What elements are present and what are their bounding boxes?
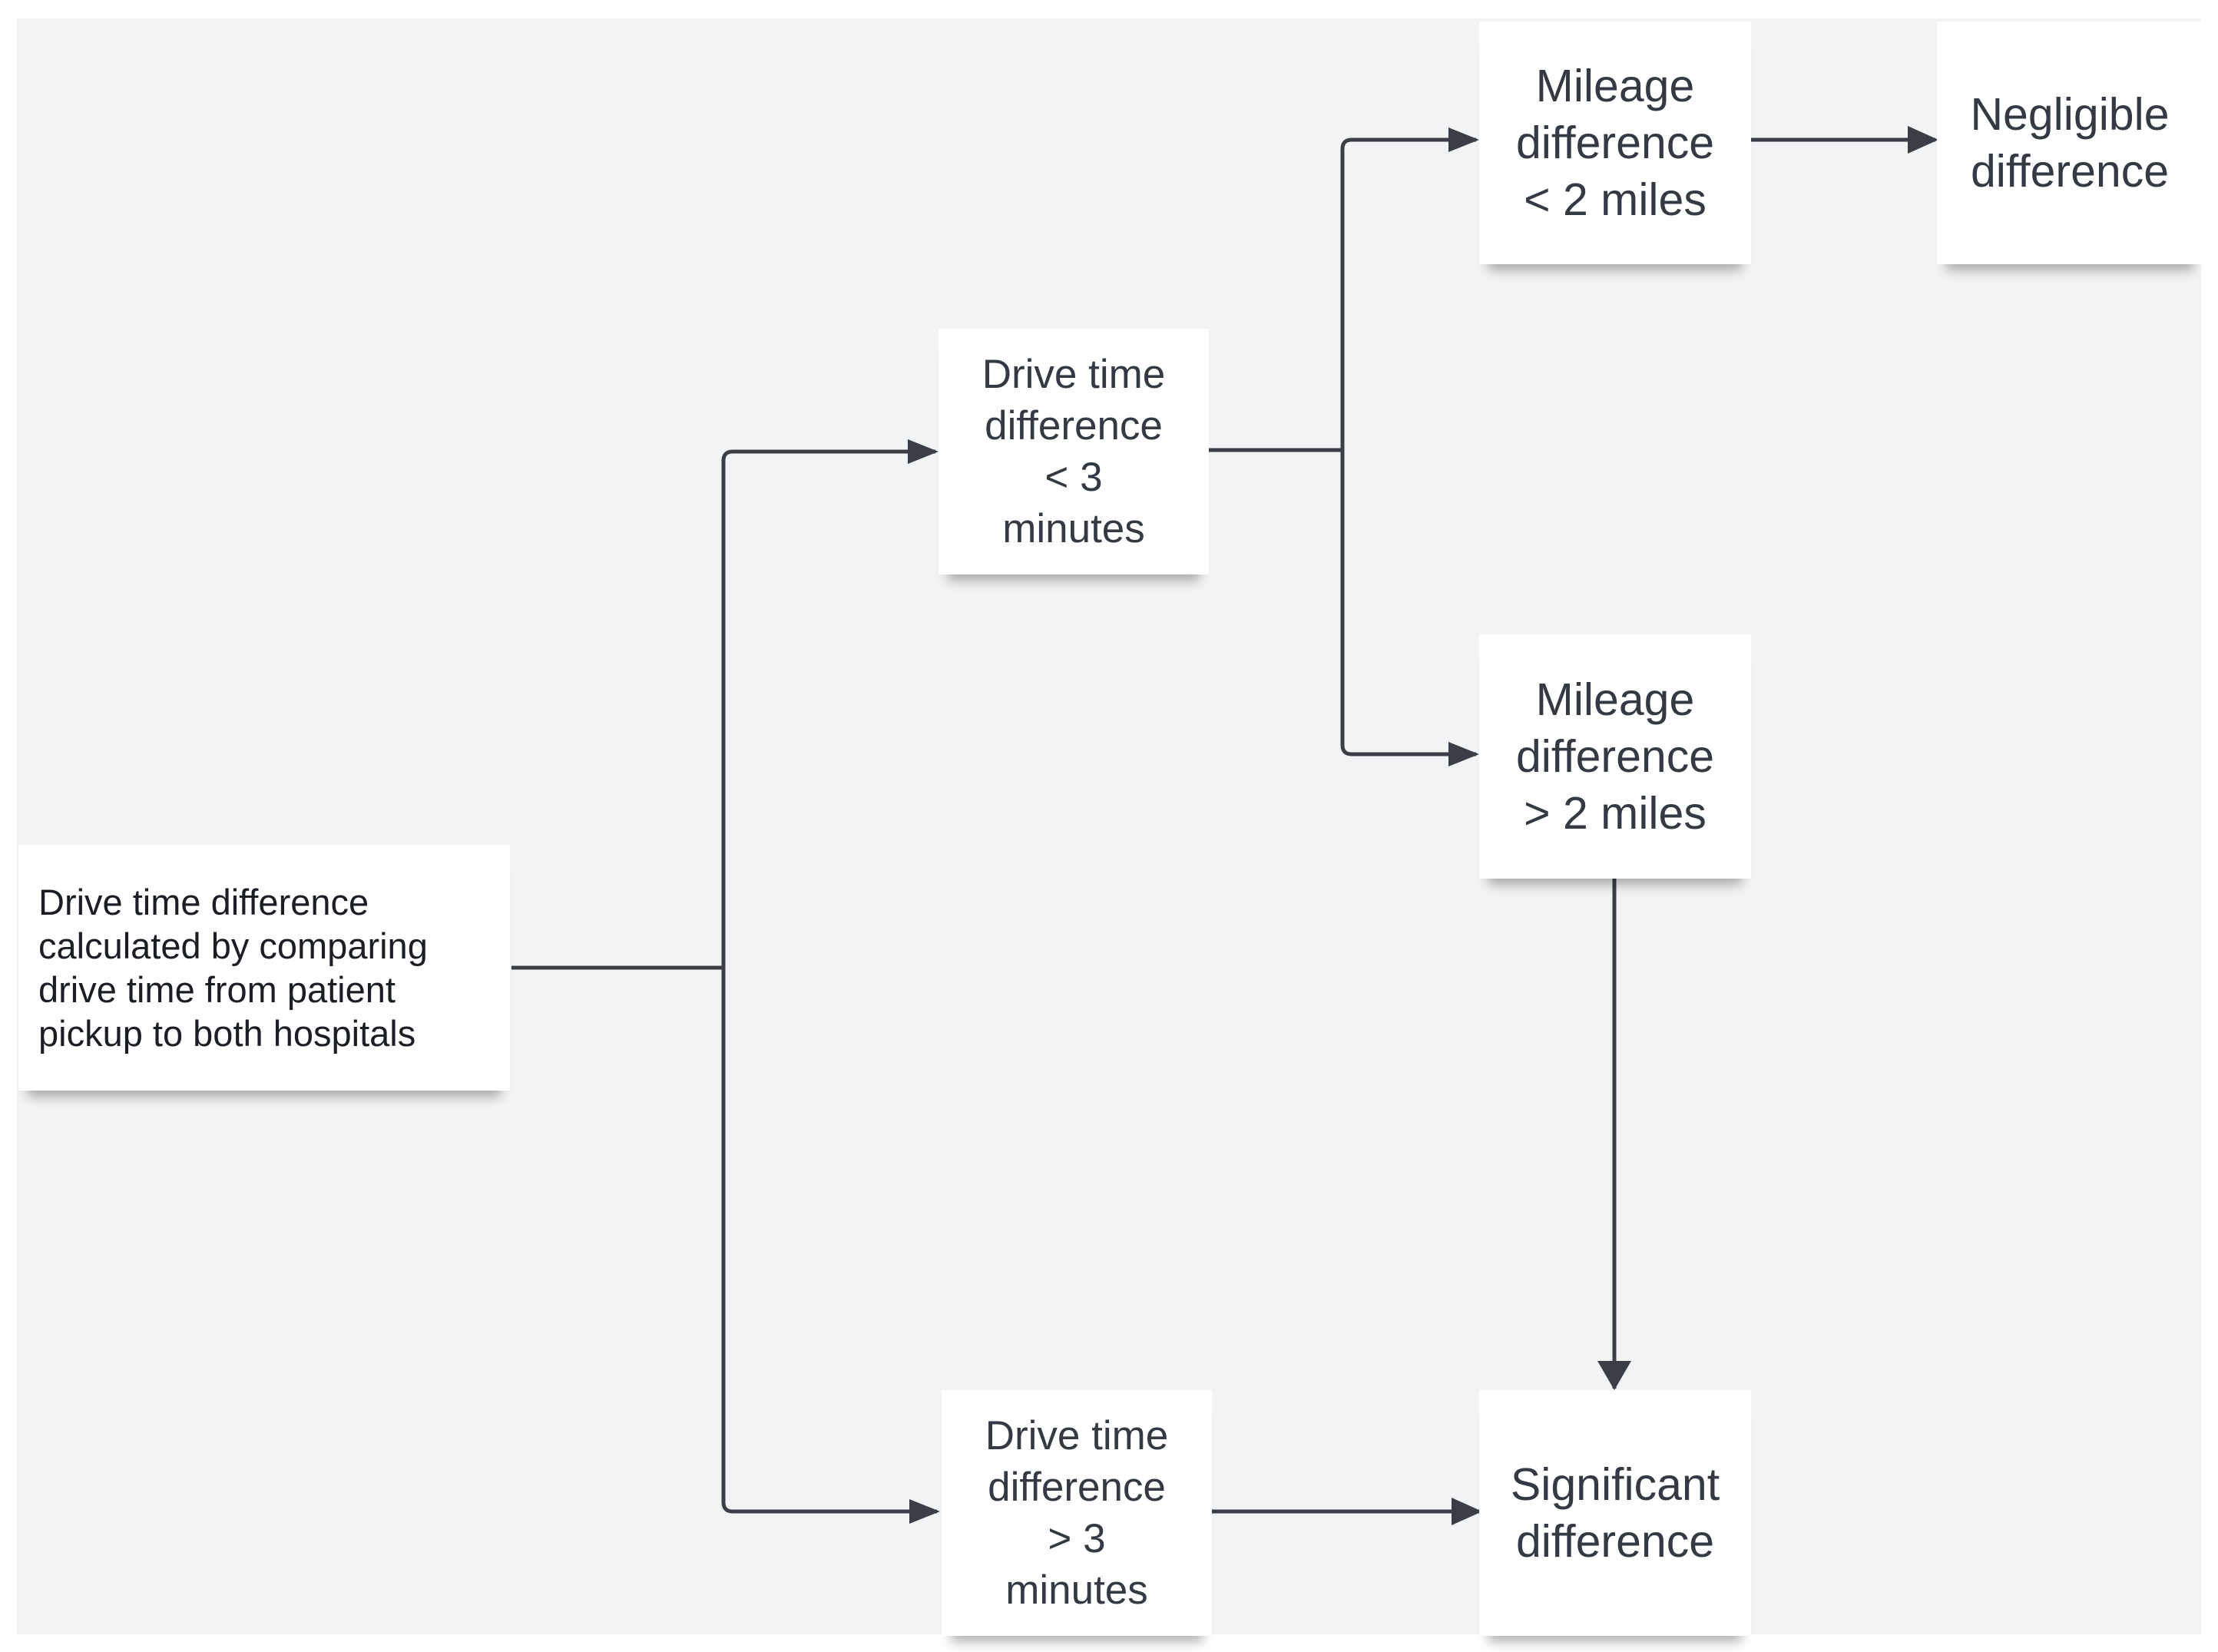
significant-node: Significant difference bbox=[1479, 1390, 1751, 1636]
start-node: Drive time difference calculated by comp… bbox=[18, 845, 510, 1091]
mileage-gt2-label: Mileage difference > 2 miles bbox=[1515, 674, 1715, 839]
negligible-node: Negligible difference bbox=[1937, 22, 2203, 264]
mileage-lt2-label: Mileage difference < 2 miles bbox=[1515, 61, 1715, 225]
mileage-lt2-node: Mileage difference < 2 miles bbox=[1479, 22, 1751, 264]
arrowhead-drive-lt3 bbox=[908, 439, 939, 464]
mileage-gt2-node: Mileage difference > 2 miles bbox=[1479, 634, 1751, 879]
edge-start-to-drive-gt3 bbox=[721, 968, 937, 1514]
drive-time-gt3-label: Drive time difference > 3 minutes bbox=[985, 1413, 1169, 1613]
drive-time-gt3-node: Drive time difference > 3 minutes bbox=[942, 1390, 1212, 1636]
drive-time-lt3-label: Drive time difference < 3 minutes bbox=[982, 352, 1166, 551]
edge-start-to-drive-lt3 bbox=[721, 449, 935, 968]
diagram-canvas bbox=[17, 18, 2201, 1634]
negligible-label: Negligible difference bbox=[1970, 89, 2170, 197]
arrowhead-significant-from-mileage bbox=[1597, 1361, 1631, 1390]
start-node-label: Drive time difference calculated by comp… bbox=[38, 882, 428, 1054]
edge-drive-lt3-to-mileage-lt2 bbox=[1340, 137, 1476, 450]
significant-label: Significant difference bbox=[1510, 1459, 1720, 1567]
arrowhead-drive-gt3 bbox=[909, 1499, 940, 1524]
arrowhead-significant-from-drive bbox=[1452, 1498, 1482, 1525]
drive-time-lt3-node: Drive time difference < 3 minutes bbox=[939, 329, 1209, 574]
edge-drive-lt3-to-mileage-gt2 bbox=[1340, 450, 1476, 756]
arrowhead-mileage-lt2 bbox=[1448, 127, 1479, 152]
arrowhead-negligible bbox=[1908, 126, 1938, 154]
arrowhead-mileage-gt2 bbox=[1448, 742, 1479, 766]
